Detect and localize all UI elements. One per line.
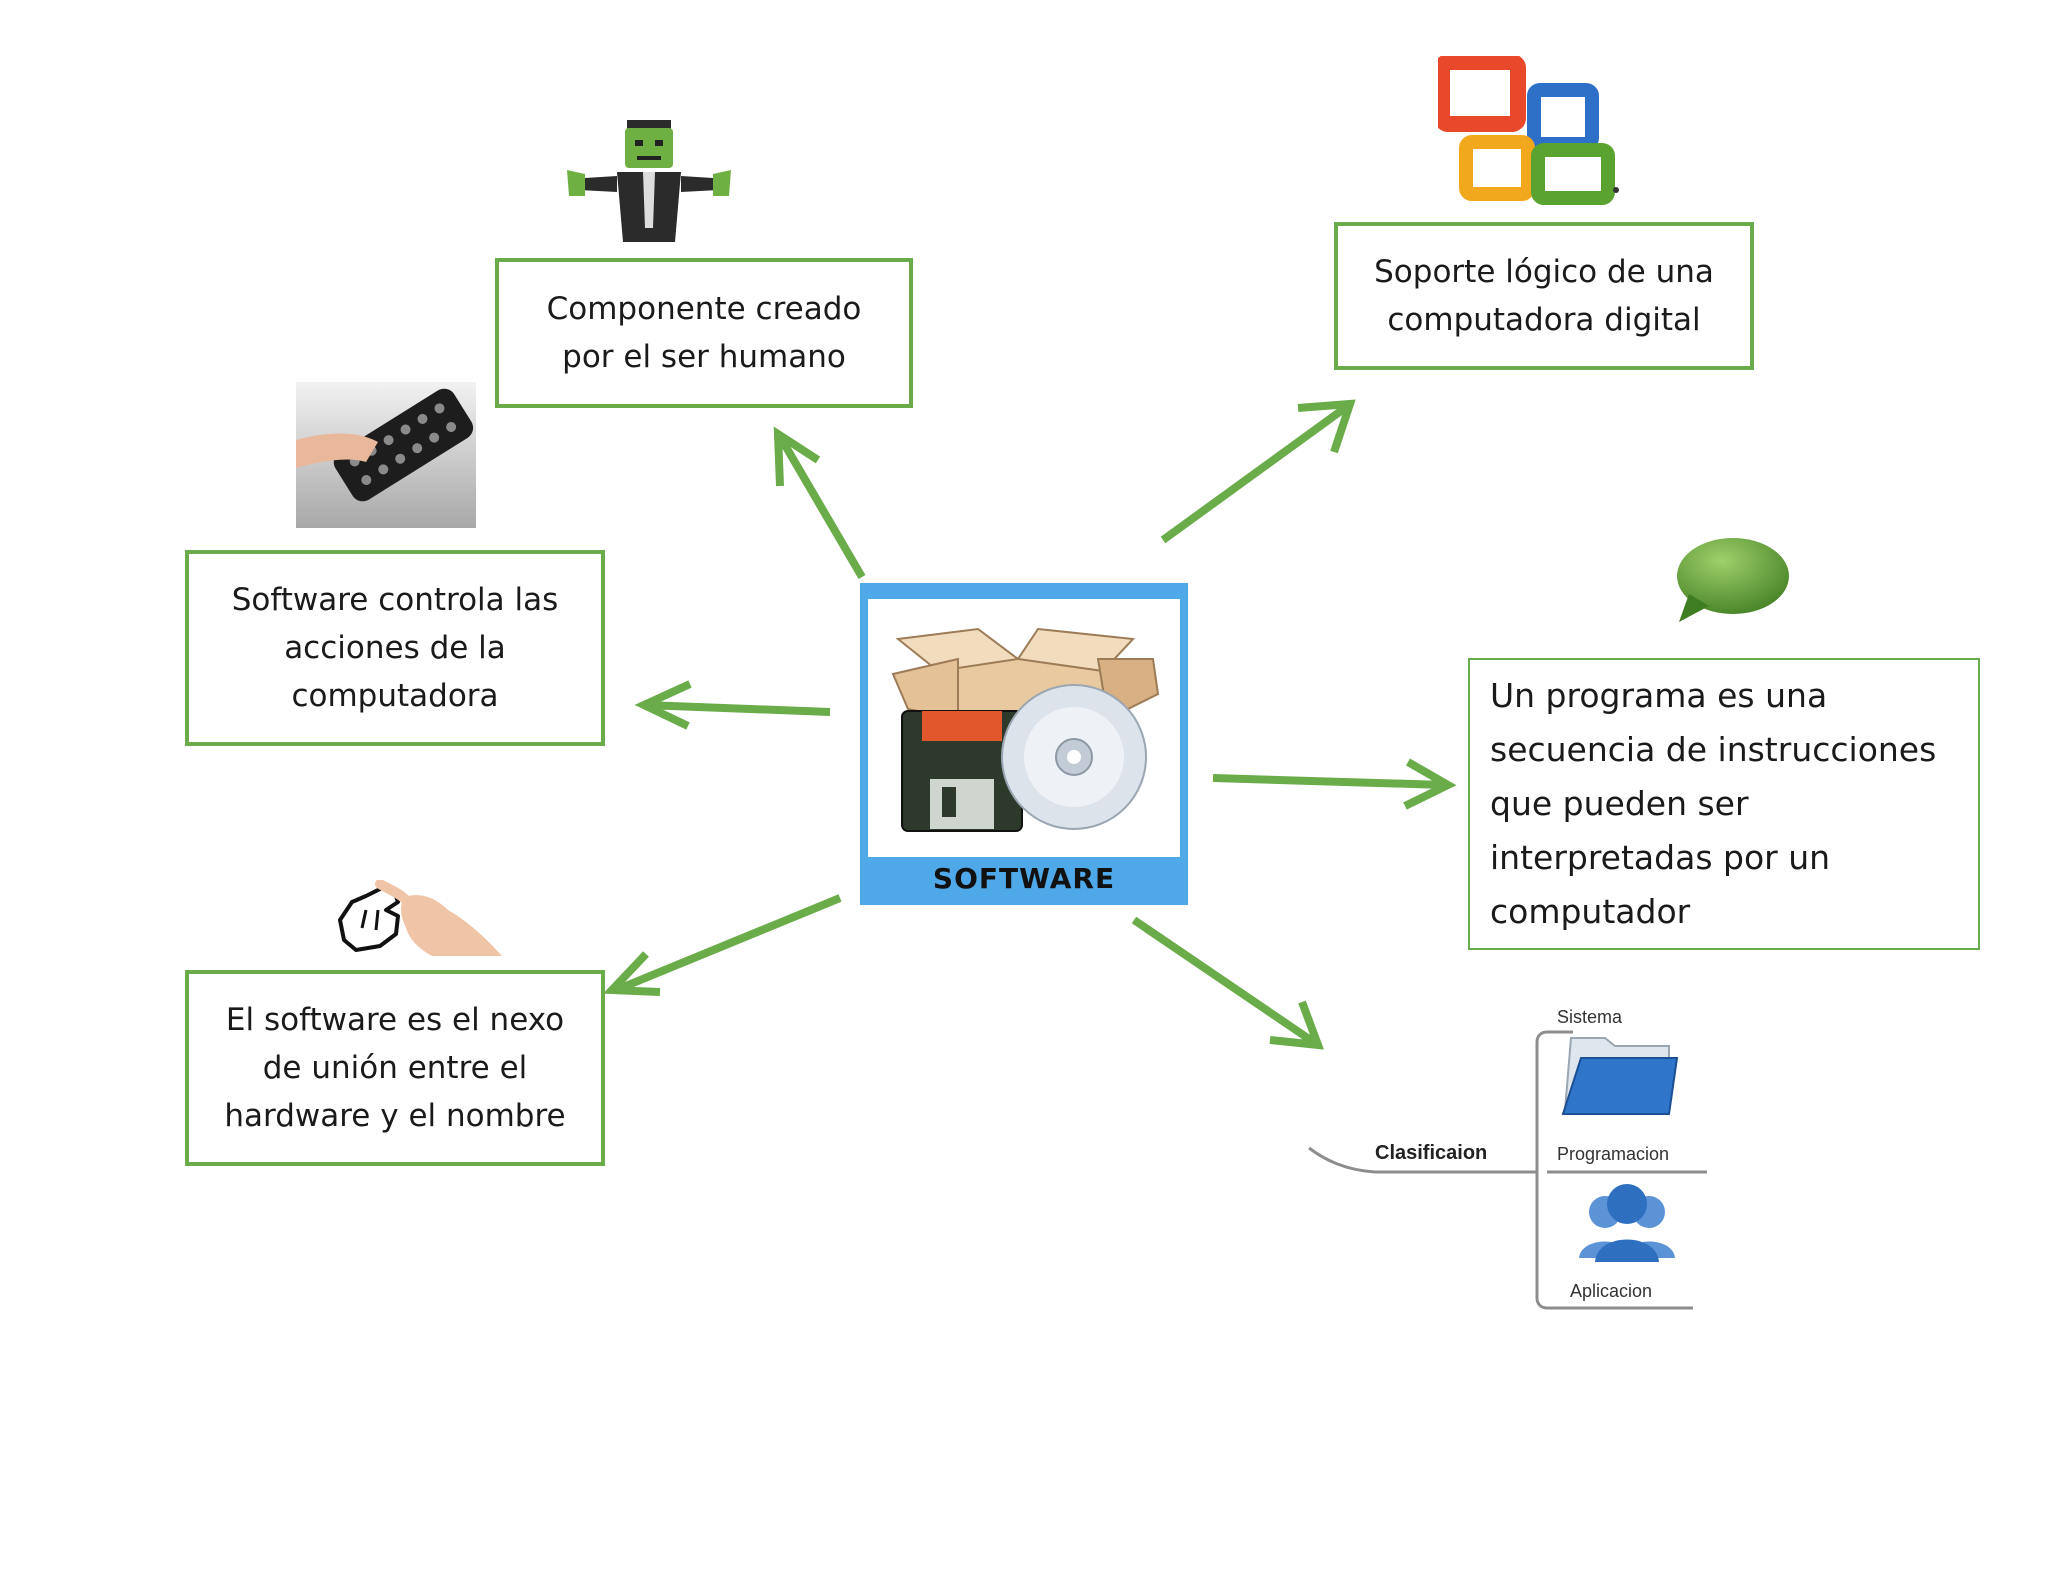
box-software-controla-text: Software controla las acciones de la com…: [231, 582, 559, 714]
classification-item-aplicacion: Aplicacion: [1570, 1281, 1653, 1301]
box-software-controla: Software controla las acciones de la com…: [185, 550, 605, 746]
classification-tree: [1308, 1030, 1707, 1310]
box-programa: Un programa es una secuencia de instrucc…: [1468, 658, 1980, 950]
pointing-hand-icon: [338, 880, 502, 956]
box-nexo-text: El software es el nexo de unión entre el…: [224, 1002, 566, 1134]
arrow-to-classification: [1131, 916, 1324, 1050]
classification-root-label: Clasificaion: [1375, 1142, 1488, 1164]
classification-item-sistema: Sistema: [1557, 1007, 1623, 1027]
arrow-to-controls: [634, 680, 831, 730]
users-icon: [1579, 1184, 1675, 1262]
speech-bubble-icon: [1677, 538, 1789, 622]
office-logo-icon: [1438, 56, 1619, 205]
arrow-to-human: [773, 426, 866, 580]
box-componente-creado: Componente creado por el ser humano: [495, 258, 913, 408]
box-componente-creado-text: Componente creado por el ser humano: [546, 291, 862, 375]
arrow-to-logical: [1160, 399, 1356, 544]
software-center-image: SOFTWARE: [860, 583, 1188, 905]
remote-control-icon: [296, 382, 476, 528]
box-programa-text: Un programa es una secuencia de instrucc…: [1490, 676, 1937, 931]
folder-icon: [1561, 1037, 1679, 1115]
box-soporte-logico: Soporte lógico de una computadora digita…: [1334, 222, 1754, 370]
classification-item-programacion: Programacion: [1557, 1144, 1670, 1164]
box-nexo: El software es el nexo de unión entre el…: [185, 970, 605, 1166]
software-label: SOFTWARE: [932, 862, 1116, 895]
arrow-to-program: [1212, 758, 1457, 810]
arrow-to-nexus: [603, 894, 842, 996]
software-box-disk-cd-icon: [891, 627, 1160, 832]
box-soporte-logico-text: Soporte lógico de una computadora digita…: [1374, 254, 1714, 338]
frankenstein-icon: [567, 120, 731, 242]
